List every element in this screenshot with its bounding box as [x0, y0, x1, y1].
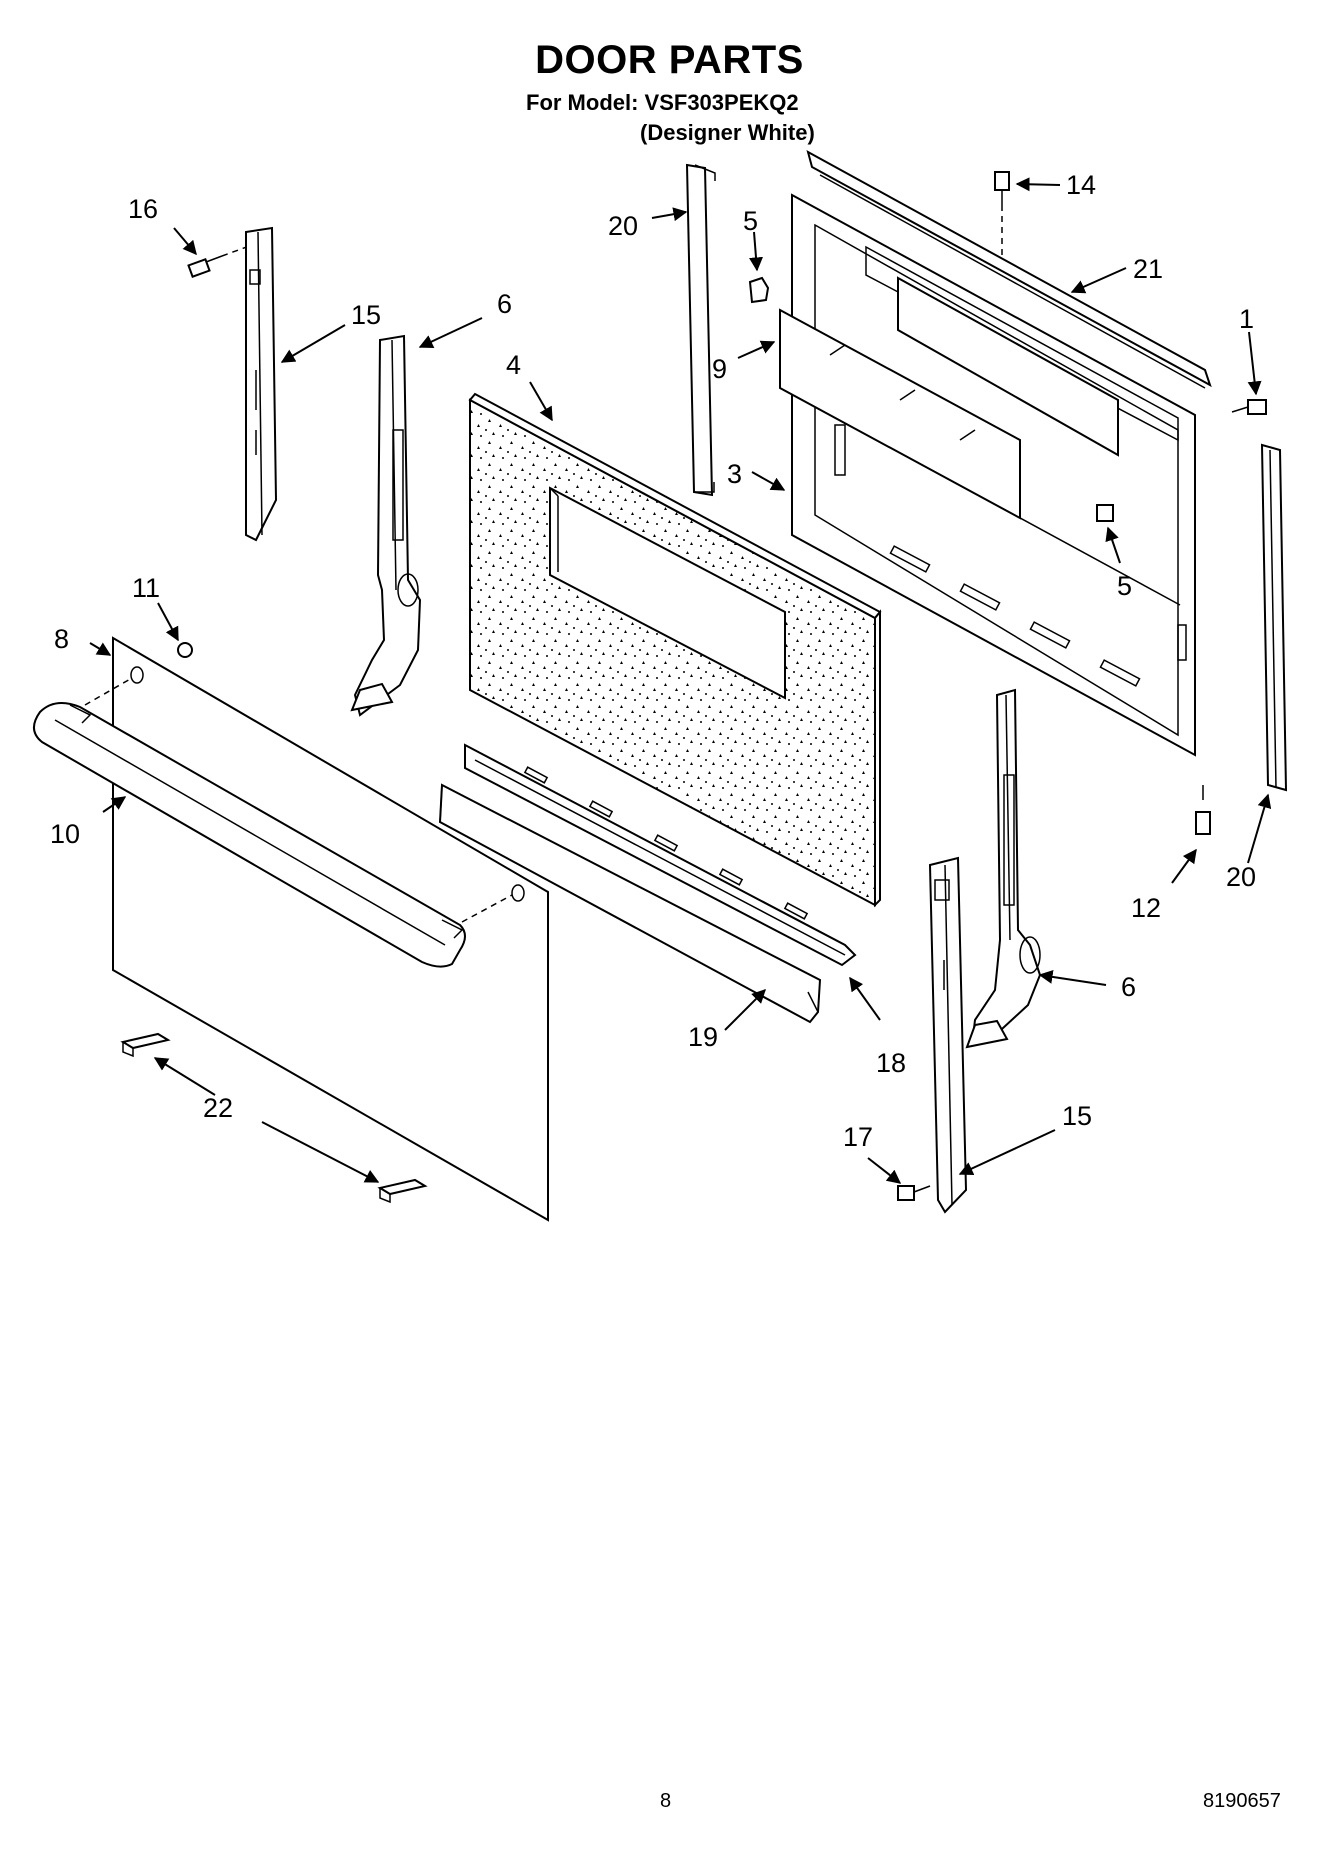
screw-14 — [994, 171, 1010, 258]
callout-20-left: 20 — [608, 211, 638, 241]
clip-5-upper — [748, 276, 770, 304]
page-number: 8 — [660, 1790, 672, 1812]
callout-22: 22 — [203, 1093, 233, 1123]
top-trim-21 — [806, 149, 1212, 389]
bottom-rail-18 — [464, 743, 857, 967]
callout-15-right: 15 — [1062, 1101, 1092, 1131]
trim-strip-20-right — [1260, 443, 1288, 792]
trim-strip-20-left — [685, 163, 716, 497]
screw-1 — [1231, 399, 1267, 415]
callout-11: 11 — [132, 573, 160, 603]
callout-19: 19 — [688, 1022, 718, 1052]
callout-12: 12 — [1131, 893, 1161, 923]
callout-4: 4 — [506, 350, 521, 380]
document-number: 8190657 — [1203, 1790, 1281, 1812]
screw-17 — [897, 1185, 931, 1201]
page-title: DOOR PARTS — [535, 38, 804, 82]
callout-10: 10 — [50, 819, 80, 849]
leader-lines — [89, 177, 1272, 1184]
window-glass-9 — [779, 308, 1021, 520]
model-line: For Model: VSF303PEKQ2 — [526, 90, 799, 115]
screw-12 — [1195, 785, 1211, 835]
vent-trim-19 — [438, 783, 822, 1024]
hinge-6-left — [350, 334, 422, 717]
callout-6-right: 6 — [1121, 972, 1136, 1002]
clip-22-upper — [120, 1032, 171, 1058]
clip-5-lower — [1096, 504, 1114, 522]
callout-17: 17 — [843, 1122, 873, 1152]
screw-16 — [187, 244, 253, 278]
callout-14: 14 — [1066, 170, 1096, 200]
variant-line: (Designer White) — [640, 120, 815, 145]
door-handle-10 — [33, 677, 513, 968]
callout-16: 16 — [128, 194, 158, 224]
callout-6-left: 6 — [497, 289, 512, 319]
hinge-channel-15-left — [245, 226, 278, 542]
clip-22-lower — [377, 1178, 428, 1204]
callout-20-right: 20 — [1226, 862, 1256, 892]
callout-18: 18 — [876, 1048, 906, 1078]
callout-3: 3 — [727, 459, 742, 489]
callout-5-upper: 5 — [743, 206, 758, 236]
insulation-panel-4 — [468, 392, 882, 908]
callout-21: 21 — [1133, 254, 1163, 284]
callout-8: 8 — [54, 624, 69, 654]
hinge-channel-15-right — [928, 856, 968, 1214]
hinge-6-right — [965, 688, 1042, 1049]
callout-9: 9 — [712, 354, 727, 384]
callout-15-left: 15 — [351, 300, 381, 330]
callout-1: 1 — [1239, 304, 1254, 334]
outer-glass-8 — [112, 636, 549, 1222]
plug-11 — [177, 642, 193, 658]
callout-5-lower: 5 — [1117, 571, 1132, 601]
